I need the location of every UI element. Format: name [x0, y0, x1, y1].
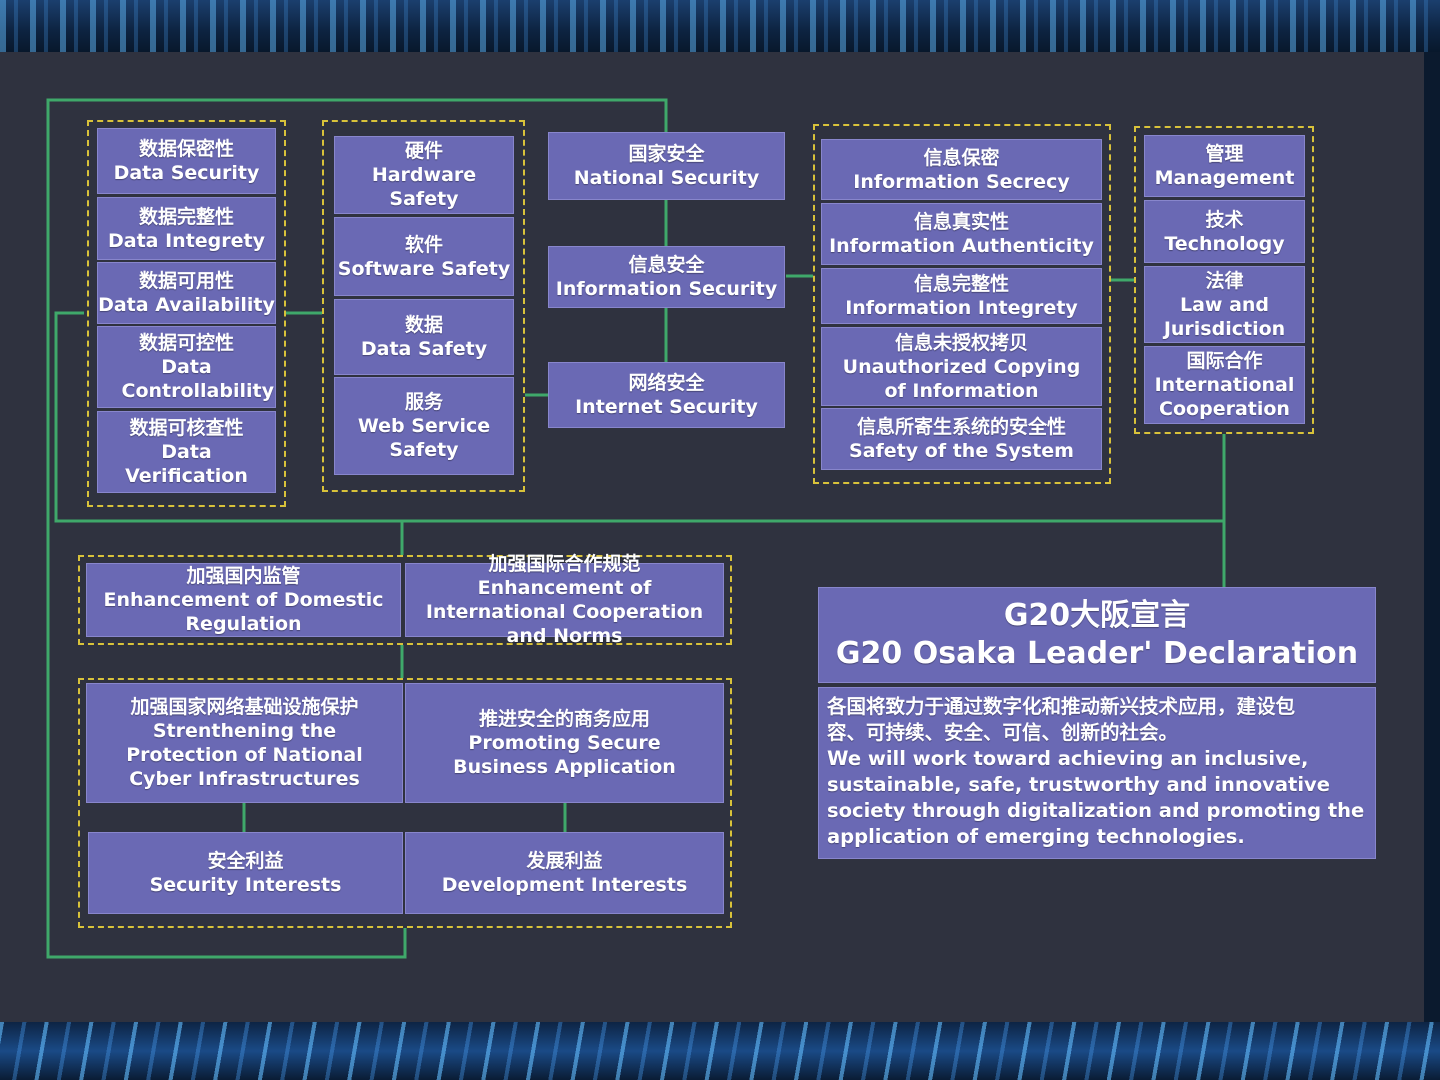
binary-background-bottom — [0, 1022, 1440, 1080]
label-en: Law and Jurisdiction — [1163, 293, 1286, 340]
declaration-title-en: G20 Osaka Leader' Declaration — [835, 636, 1359, 671]
box-data-verification: 数据可核查性 Data Verification — [97, 411, 276, 493]
declaration-en-line: We will work toward achieving an inclusi… — [827, 747, 1309, 770]
label-en: National Security — [573, 167, 760, 189]
box-unauthorized-copying: 信息未授权拷贝 Unauthorized Copying of Informat… — [821, 327, 1102, 406]
declaration-zh-line: 容、可持续、安全、可信、创新的社会。 — [827, 721, 1179, 744]
box-international-cooperation: 国际合作 International Cooperation — [1144, 346, 1305, 424]
label-zh: 数据可用性 — [138, 270, 234, 292]
label-zh: 数据完整性 — [138, 205, 234, 228]
label-zh: 数据 — [404, 314, 443, 336]
box-information-security: 信息安全 Information Security — [548, 246, 785, 308]
mgmt-group-frame — [1134, 126, 1314, 434]
label-zh: 加强国家网络基础设施保护 — [130, 696, 359, 718]
label-zh: 信息安全 — [628, 254, 705, 276]
declaration-en-line: society through digitalization and promo… — [827, 799, 1365, 822]
box-data-integrity: 数据完整性 Data Integrety — [97, 197, 276, 260]
label-en: Development Interests — [441, 874, 688, 896]
label-en: Enhancement of Domestic Regulation — [103, 589, 384, 635]
declaration-en-line: sustainable, safe, trustworthy and innov… — [827, 773, 1330, 796]
box-security-interests: 安全利益 Security Interests — [88, 832, 403, 914]
label-en: Unauthorized Copying of Information — [842, 355, 1081, 402]
label-zh: 加强国内监管 — [186, 565, 301, 587]
box-data-security: 数据保密性 Data Security — [97, 128, 276, 194]
label-zh: 信息未授权拷贝 — [894, 331, 1028, 354]
box-cyber-infrastructure: 加强国家网络基础设施保护 Strenthening the Protection… — [86, 683, 403, 803]
label-en: Safety of the System — [849, 440, 1074, 462]
label-en: Information Security — [555, 278, 778, 300]
box-web-service-safety: 服务 Web Service Safety — [334, 377, 514, 475]
label-en: Software Safety — [337, 257, 511, 280]
label-en: Hardware Safety — [371, 164, 477, 210]
box-domestic-regulation: 加强国内监管 Enhancement of Domestic Regulatio… — [86, 563, 401, 637]
label-zh: 加强国际合作规范 — [488, 553, 641, 575]
box-law-jurisdiction: 法律 Law and Jurisdiction — [1144, 266, 1305, 343]
box-technology: 技术 Technology — [1144, 200, 1305, 263]
box-data-availability: 数据可用性 Data Availability — [97, 262, 276, 324]
label-zh: 国际合作 — [1186, 350, 1263, 372]
label-zh: 信息真实性 — [913, 211, 1009, 233]
label-zh: 法律 — [1205, 269, 1244, 292]
declaration-zh-line: 各国将致力于通过数字化和推动新兴技术应用，建设包 — [827, 695, 1296, 718]
label-zh: 信息保密 — [923, 146, 1000, 169]
box-information-integrity: 信息完整性 Information Integrety — [821, 268, 1102, 324]
label-en: Data Verification — [125, 441, 248, 487]
label-en: Data Security — [113, 162, 260, 184]
label-zh: 信息所寄生系统的安全性 — [856, 416, 1066, 438]
label-en: Enhancement of International Cooperation… — [425, 577, 704, 647]
label-en: International Cooperation — [1154, 374, 1295, 420]
box-secure-business: 推进安全的商务应用 Promoting Secure Business Appl… — [405, 683, 724, 803]
label-zh: 信息完整性 — [913, 273, 1009, 295]
box-information-secrecy: 信息保密 Information Secrecy — [821, 139, 1102, 200]
label-zh: 发展利益 — [526, 850, 603, 872]
declaration-body: 各国将致力于通过数字化和推动新兴技术应用，建设包 容、可持续、安全、可信、创新的… — [818, 687, 1376, 859]
label-en: Security Interests — [149, 874, 342, 896]
label-zh: 软件 — [404, 233, 443, 256]
label-zh: 服务 — [404, 391, 443, 413]
label-zh: 管理 — [1205, 143, 1244, 165]
label-en: Promoting Secure Business Application — [453, 732, 676, 778]
label-en: Data Controllability — [121, 356, 274, 402]
box-development-interests: 发展利益 Development Interests — [405, 832, 724, 914]
box-national-security: 国家安全 National Security — [548, 132, 785, 200]
label-en: Strenthening the Protection of National … — [126, 720, 363, 790]
label-en: Information Secrecy — [853, 170, 1070, 193]
declaration-title: G20大阪宣言 G20 Osaka Leader' Declaration — [818, 587, 1376, 683]
label-zh: 国家安全 — [628, 143, 705, 165]
box-software-safety: 软件 Software Safety — [334, 217, 514, 296]
binary-background-top — [0, 0, 1440, 52]
label-zh: 安全利益 — [207, 850, 284, 872]
label-en: Information Authenticity — [829, 235, 1094, 257]
label-zh: 数据保密性 — [138, 138, 234, 160]
label-zh: 数据可控性 — [138, 332, 234, 354]
box-management: 管理 Management — [1144, 135, 1305, 197]
box-information-authenticity: 信息真实性 Information Authenticity — [821, 203, 1102, 265]
interests-group-frame — [78, 678, 732, 928]
declaration-en-line: application of emerging technologies. — [827, 825, 1245, 848]
label-en: Web Service Safety — [357, 415, 491, 461]
label-en: Management — [1154, 167, 1295, 189]
label-en: Technology — [1164, 232, 1285, 255]
data-group-frame — [87, 120, 286, 507]
declaration-title-zh: G20大阪宣言 — [1003, 598, 1191, 633]
label-zh: 硬件 — [404, 140, 443, 162]
label-en: Internet Security — [575, 396, 758, 418]
label-zh: 技术 — [1205, 208, 1244, 231]
label-zh: 推进安全的商务应用 — [478, 708, 650, 730]
label-en: Information Integrety — [845, 297, 1078, 319]
label-en: Data Availability — [98, 294, 275, 316]
box-safety-of-system: 信息所寄生系统的安全性 Safety of the System — [821, 408, 1102, 470]
box-data-safety: 数据 Data Safety — [334, 299, 514, 375]
label-en: Data Safety — [360, 338, 488, 360]
label-en: Data Integrety — [107, 229, 265, 252]
label-zh: 数据可核查性 — [129, 417, 244, 439]
box-internet-security: 网络安全 Internet Security — [548, 362, 785, 428]
info-group-frame — [813, 124, 1111, 484]
regulation-group-frame — [78, 555, 732, 645]
box-data-controllability: 数据可控性 Data Controllability — [97, 326, 276, 408]
label-zh: 网络安全 — [628, 372, 705, 394]
box-international-norms: 加强国际合作规范 Enhancement of International Co… — [405, 553, 724, 647]
box-hardware-safety: 硬件 Hardware Safety — [334, 136, 514, 214]
system-group-frame — [322, 120, 525, 492]
